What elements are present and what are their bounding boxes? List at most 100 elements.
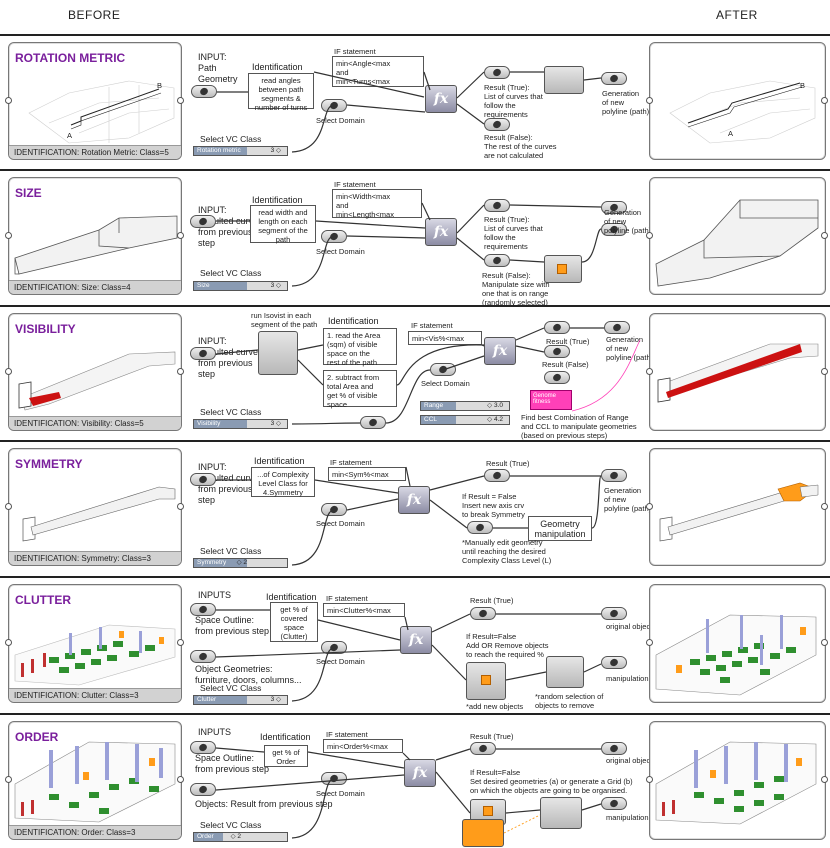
separator (0, 713, 830, 715)
vc-class-slider[interactable]: Clutter 3 ◇ (193, 695, 288, 705)
input-2-text: Object Geometries: furniture, doors, col… (195, 664, 302, 685)
output-node[interactable] (604, 321, 630, 334)
result-false-node[interactable] (484, 254, 510, 267)
vc-class-slider[interactable]: Order ◇ 2 (193, 832, 288, 842)
geometry-manipulation-box: Geometry manipulation (528, 516, 592, 541)
input-node-1[interactable] (190, 603, 216, 616)
find-best-text: Find best Combination of Range and CCL t… (521, 413, 637, 440)
connector-dot (821, 639, 828, 646)
original-objects-text: original objects (606, 622, 657, 631)
expression-component[interactable]: fx (400, 626, 432, 654)
row-visibility: VISIBILITY IDENTIFICATION: Visibility: C… (0, 307, 830, 440)
ccl-slider[interactable]: CCL ◇ 4.2 (420, 415, 510, 425)
result-true-node[interactable] (484, 469, 510, 482)
vc-class-slider[interactable]: Visibility 3 ◇ (193, 419, 288, 429)
output-node[interactable] (601, 72, 627, 85)
input-node-2[interactable] (190, 650, 216, 663)
select-domain-node[interactable] (321, 230, 347, 243)
vc-class-slider[interactable]: Size 3 ◇ (193, 281, 288, 291)
row-rotation-metric: ROTATION METRIC A B IDENTIFICATION: Rota… (0, 36, 830, 168)
expression-component[interactable]: fx (425, 85, 457, 113)
input-node[interactable] (190, 347, 216, 360)
output-node-top[interactable] (601, 201, 627, 214)
output-node[interactable] (601, 469, 627, 482)
if-box: min<Order%<max (323, 739, 403, 753)
original-objects-node[interactable] (601, 607, 627, 620)
manipulation-node[interactable] (601, 797, 627, 810)
expression-component[interactable]: fx (404, 759, 436, 787)
path-scene (669, 80, 816, 144)
path-scene (28, 80, 175, 144)
if-title: IF statement (334, 47, 376, 56)
select-domain-node[interactable] (321, 772, 347, 785)
select-domain-node[interactable] (321, 99, 347, 112)
loop-node[interactable] (360, 416, 386, 429)
result-true-node[interactable] (484, 199, 510, 212)
slider-name: CCL (421, 416, 456, 424)
if-box: min<Width<max and min<Length<max (332, 189, 422, 219)
slider-value: ◇ 4.2 (487, 416, 503, 423)
result-true-node[interactable] (470, 742, 496, 755)
input-node[interactable] (191, 85, 217, 98)
result-false-text: Result (False): Manipulate size with one… (482, 271, 550, 307)
input-node[interactable] (190, 215, 216, 228)
panel-title: ORDER (15, 730, 59, 744)
input-label: INPUT: Path Geometry (198, 52, 238, 84)
range-slider[interactable]: Range ◇ 3.0 (420, 401, 510, 411)
order-scene (14, 741, 176, 823)
grid-component[interactable] (462, 819, 504, 847)
result-true-node[interactable] (544, 321, 570, 334)
slider-name: Rotation metric (194, 147, 247, 155)
connector-dot (821, 503, 828, 510)
isovist-component[interactable] (258, 331, 298, 375)
polyline-component[interactable] (544, 66, 584, 94)
if-title: IF statement (411, 321, 453, 330)
expression-component[interactable]: fx (425, 218, 457, 246)
add-objects-text: *add new objects (466, 702, 524, 711)
select-domain-node[interactable] (430, 363, 456, 376)
select-domain-node[interactable] (321, 503, 347, 516)
point-b-label: B (800, 81, 806, 90)
vc-class-slider[interactable]: Symmetry ◇ 2 (193, 558, 288, 568)
connector-dot (646, 368, 653, 375)
result-false-node[interactable] (484, 118, 510, 131)
corridor-scene (655, 199, 819, 287)
manipulation-node[interactable] (601, 656, 627, 669)
input-node[interactable] (190, 473, 216, 486)
organise-component[interactable] (540, 797, 582, 829)
genome-component[interactable]: Genome fitness (530, 390, 572, 410)
connector-dot (5, 232, 12, 239)
select-domain-label: Select Domain (316, 657, 365, 666)
result-true-text: Result (True): List of curves that follo… (484, 215, 543, 251)
input-node-1[interactable] (190, 741, 216, 754)
result-false-node[interactable] (467, 521, 493, 534)
ident-title: Identification (328, 316, 379, 326)
ident-box: get % of covered space (Clutter) (270, 602, 318, 642)
add-objects-component[interactable] (466, 662, 506, 700)
result-false-node[interactable] (544, 345, 570, 358)
if-title: IF statement (330, 458, 372, 467)
connector-dot (646, 97, 653, 104)
expression-component[interactable]: fx (484, 337, 516, 365)
expression-component[interactable]: fx (398, 486, 430, 514)
connector-dot (177, 776, 184, 783)
remove-objects-component[interactable] (546, 656, 584, 688)
original-objects-node[interactable] (601, 742, 627, 755)
inputs-label: INPUTS (198, 590, 232, 600)
slider-name: Clutter (194, 696, 247, 704)
run-isovist-text: run Isovist in each segment of the path (251, 311, 318, 329)
connector-dot (177, 639, 184, 646)
generation-text: Generation of new polyline (path) (604, 208, 652, 235)
select-domain-node[interactable] (321, 641, 347, 654)
manipulate-component[interactable] (544, 255, 582, 283)
panel-footer: IDENTIFICATION: Order: Class=3 (9, 825, 181, 839)
result-true-node[interactable] (470, 607, 496, 620)
manipulated-node[interactable] (544, 371, 570, 384)
input-node-2[interactable] (190, 783, 216, 796)
ident-title: Identification (252, 62, 303, 72)
vc-class-slider[interactable]: Rotation metric 3 ◇ (193, 146, 288, 156)
panel-footer: IDENTIFICATION: Visibility: Class=5 (9, 416, 181, 430)
result-true-node[interactable] (484, 66, 510, 79)
symmetry-scene (659, 482, 819, 542)
before-panel: SYMMETRY IDENTIFICATION: Symmetry: Class… (8, 448, 182, 566)
